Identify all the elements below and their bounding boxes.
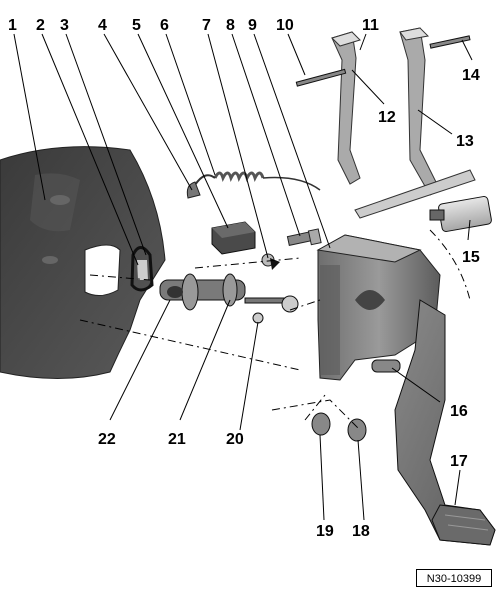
return-spring [194,171,321,191]
callout-17: 17 [450,453,468,470]
assembly-line-3 [194,257,301,269]
bushing-left [311,412,331,436]
support-strip [354,169,476,219]
assembly-line-5 [271,399,361,431]
callout-10: 10 [276,17,294,34]
assembly-line-2 [79,319,301,371]
bolt-14 [429,35,471,49]
bushing-right [347,418,367,442]
direction-arrow [270,258,292,278]
switch-cable [429,229,471,301]
clutch-pedal [394,299,496,546]
clutch-master-cylinder [159,273,299,313]
callout-2: 2 [36,17,45,34]
assembly-line-1 [89,274,151,281]
callout-labels: 1 2 3 4 5 6 7 8 9 10 11 12 13 14 15 16 1… [8,17,480,540]
callout-14: 14 [462,67,480,84]
clutch-switch [429,196,492,232]
retaining-clip [130,246,154,292]
callout-4: 4 [98,17,107,34]
assembly-line-4 [289,299,321,311]
callout-7: 7 [202,17,211,34]
assembly-line-6 [304,394,326,421]
callout-19: 19 [316,523,334,540]
bolt-10 [295,68,347,87]
leader-lines [13,33,473,521]
callout-18: 18 [352,523,370,540]
washer [252,312,264,324]
bolt [286,228,322,246]
callout-15: 15 [462,249,480,266]
callout-22: 22 [98,431,116,448]
callout-9: 9 [248,17,257,34]
callout-13: 13 [456,133,474,150]
callout-11: 11 [362,17,379,34]
callout-20: 20 [226,431,244,448]
callout-3: 3 [60,17,69,34]
pedal-stop [211,221,256,255]
callout-21: 21 [168,431,186,448]
reference-code: N30-10399 [416,569,492,587]
pedal-lever-12 [331,31,361,185]
pedal-bracket [316,234,441,381]
callout-8: 8 [226,17,235,34]
callout-16: 16 [450,403,468,420]
callout-5: 5 [132,17,141,34]
callout-1: 1 [8,17,17,34]
callout-6: 6 [160,17,169,34]
callout-12: 12 [378,109,396,126]
